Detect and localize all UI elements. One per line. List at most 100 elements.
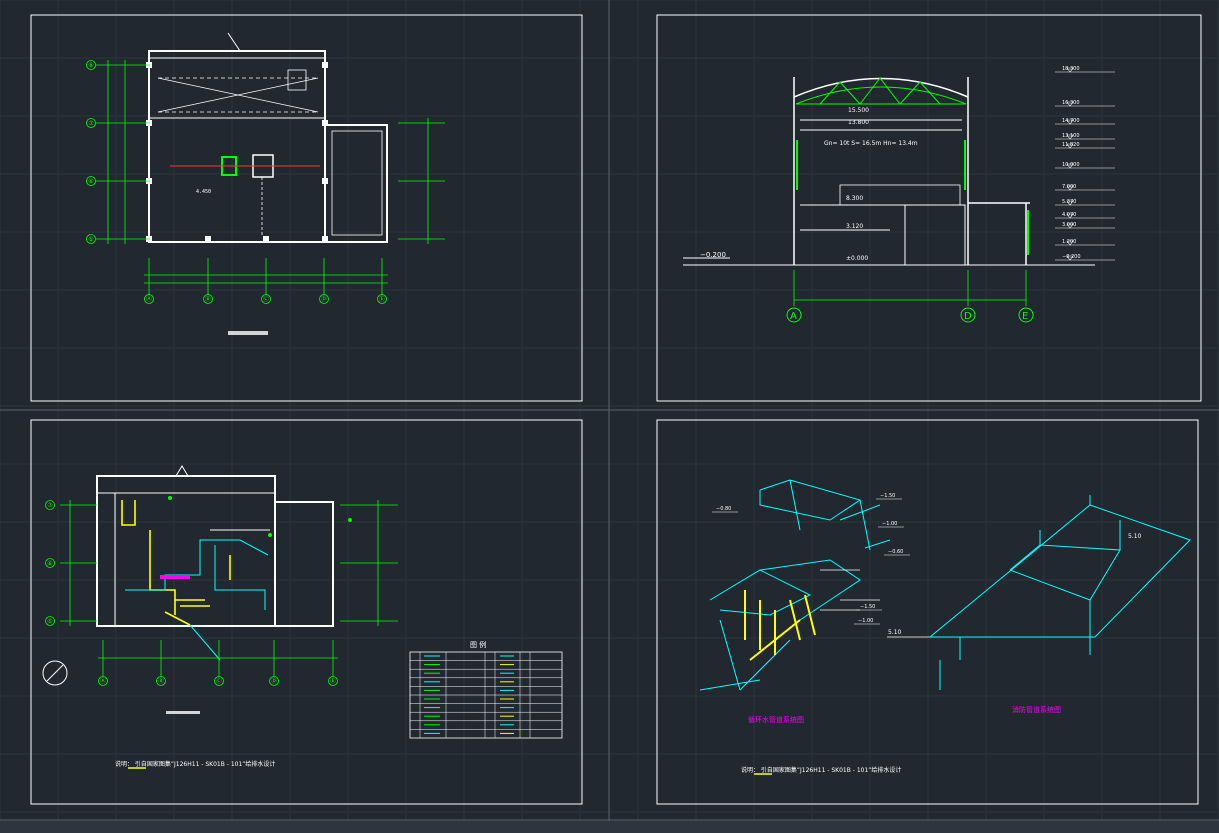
axis-bubble-label: Ⓒ: [263, 295, 269, 303]
level-triangle-icon: [1066, 67, 1074, 73]
level-triangle-icon: [1066, 213, 1074, 219]
axis-bubble: [156, 676, 166, 686]
level-triangle-icon: [1066, 101, 1074, 107]
axis-dimension-bottom: [144, 258, 388, 295]
axis-bubble: [86, 234, 96, 244]
level-value: 14.700: [1062, 118, 1080, 124]
crane-note: Gn= 10t S= 16.5m Hn= 13.4m: [824, 140, 918, 147]
axis-bubble-label: ⑦: [88, 120, 94, 127]
building-walls: [148, 32, 388, 243]
axis-bubble: [86, 118, 96, 128]
level-value: −1.00: [882, 521, 897, 527]
level-value: 10.000: [1062, 162, 1080, 168]
level-value: −1.50: [860, 604, 875, 610]
sheet-frame: [656, 419, 1199, 805]
axis-bubble: [319, 294, 329, 304]
level-value: −1.50: [880, 493, 895, 499]
plan-axes: [60, 500, 398, 676]
level-triangle-icon: [1066, 255, 1074, 261]
axis-bubble: [377, 294, 387, 304]
low-level: 3.120: [846, 223, 863, 230]
axis-bubble-label: ⑤: [88, 236, 93, 243]
level-triangle-icon: [1066, 200, 1074, 206]
level-value: 13.100: [1062, 133, 1080, 139]
elevation-level-marks: 18.300 16.300 14.700 13.100 11.820 10.000 7.00…: [1055, 66, 1115, 261]
axis-bubble: [86, 60, 96, 70]
level-value: 18.300: [1062, 66, 1080, 72]
axis-bubble: [98, 676, 108, 686]
level-triangle-icon: [1066, 119, 1074, 125]
mid-level: 8.300: [846, 195, 863, 202]
level-triangle-icon: [1066, 240, 1074, 246]
section-axes: [793, 270, 1027, 306]
axis-bubble: [261, 294, 271, 304]
fire-diagram-title: 消防管道系统图: [1012, 705, 1061, 714]
roof-level-1: 15.500: [848, 107, 869, 114]
circulation-diagram-title: 循环水管道系统图: [748, 715, 804, 724]
axis-bubble-label: Ⓑ: [158, 677, 164, 685]
level-value: −0.200: [1062, 254, 1081, 260]
level-triangle-icon: [1066, 185, 1074, 191]
level-triangle-icon: [1066, 143, 1074, 149]
axis-label-a: A: [790, 311, 797, 322]
legend-title: 图 例: [470, 640, 486, 649]
footer-note: 说明： 引自国家图集”J126H11 - SK01B - 101”给排水设计: [741, 766, 901, 774]
roof-truss: [795, 77, 1029, 255]
level-value: 3.000: [1062, 222, 1076, 228]
north-arrow-icon: [42, 660, 68, 686]
axis-bubble: [328, 676, 338, 686]
circulation-level-labels: −1.50−0.80−1.00−0.60−1.50−1.00: [712, 493, 910, 625]
footer-note: 说明： 引自国家图集”J126H11 - SK01B - 101”给排水设计: [115, 760, 275, 768]
fixture-markers: [160, 496, 352, 579]
axis-bubble-label: ⑤: [47, 618, 52, 625]
axis-bubble: [203, 294, 213, 304]
axis-bubble: [214, 676, 224, 686]
level-value: 7.000: [1062, 184, 1076, 190]
level-value: 4.070: [1062, 212, 1076, 218]
level-value: 1.200: [1062, 239, 1076, 245]
fire-level-label: 5.10: [888, 629, 902, 636]
axis-bubble: [45, 558, 55, 568]
axis-bubble: [45, 616, 55, 626]
sheet-frame: [30, 14, 583, 402]
axis-bubbles-bottom: Ⓐ Ⓑ Ⓒ Ⓓ Ⓔ: [144, 294, 387, 304]
roof-level-2: 13.800: [848, 119, 869, 126]
axis-bubble-label: Ⓔ: [330, 677, 336, 685]
ground-level-label: −0.200: [700, 251, 726, 259]
axis-bubble-label: ⑥: [47, 560, 52, 567]
title-block-caption: [228, 331, 268, 335]
axis-bubble-label: Ⓓ: [321, 295, 327, 303]
axis-bubble-label: Ⓔ: [379, 295, 385, 303]
axis-bubble-label: ⑦: [47, 502, 53, 509]
axis-bubble-label: Ⓑ: [205, 295, 211, 303]
crane-area-x: [157, 77, 319, 113]
axis-bubble-label: Ⓐ: [100, 677, 106, 685]
axis-bubble: [45, 500, 55, 510]
fire-level-label-2: 5.10: [1128, 533, 1142, 540]
level-value: 16.300: [1062, 100, 1080, 106]
status-strip: [0, 821, 1219, 833]
level-value: 5.370: [1062, 199, 1076, 205]
fire-water-isometric: [929, 495, 1191, 690]
sheet-section-elevation[interactable]: A D E −0.200 15.500 13.800 Gn= 10t S= 16…: [656, 14, 1202, 402]
axis-bubble-label: Ⓐ: [146, 295, 152, 303]
sheet-pipe-system-diagrams[interactable]: 5.10 5.10 −1.50−0.80−1.00−0.60−1.50−1.00…: [656, 419, 1199, 805]
annex-room: [331, 130, 383, 236]
axis-label-d: D: [964, 311, 972, 322]
level-triangle-icon: [1066, 223, 1074, 229]
level-value: −0.60: [888, 549, 903, 555]
axis-bubble-label: ⑧: [88, 62, 93, 69]
sheet-frame: [656, 14, 1202, 402]
axis-bubble: [144, 294, 154, 304]
axis-label-e: E: [1022, 311, 1028, 322]
level-triangle-icon: [1066, 134, 1074, 140]
pipe-fittings: [820, 569, 880, 611]
level-value: 11.820: [1062, 142, 1080, 148]
sheet-frame: [30, 419, 583, 805]
